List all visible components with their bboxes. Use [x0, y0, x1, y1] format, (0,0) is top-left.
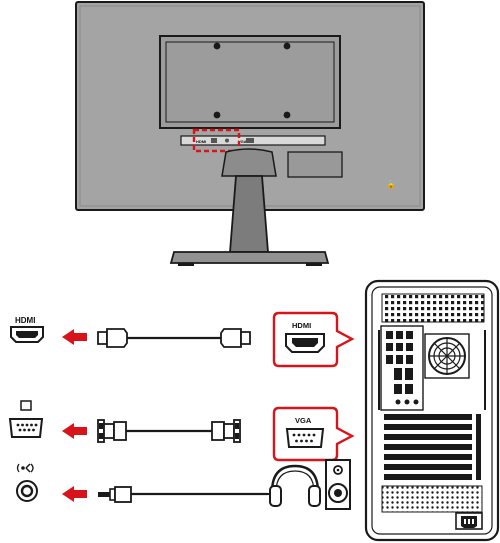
pc-audio-jack — [395, 399, 401, 405]
svg-text:HDMI: HDMI — [15, 316, 35, 325]
monitor-rear: HDMI VGA 🔒 — [75, 1, 425, 266]
power-socket — [455, 512, 483, 530]
audio-port — [225, 138, 229, 143]
vga-port — [246, 138, 254, 143]
svg-text:VGA: VGA — [295, 416, 312, 425]
hdmi-cable — [97, 328, 251, 348]
callout-hdmi: HDMI — [272, 311, 355, 368]
vesa-screw-hole — [213, 111, 221, 119]
port-label-hdmi: HDMI — [196, 139, 206, 144]
hdmi-port — [211, 138, 217, 143]
label-panel — [287, 151, 343, 178]
psu-vent — [381, 485, 483, 513]
arrow-hdmi — [62, 329, 87, 345]
expansion-slots — [384, 414, 481, 480]
fan-grille — [424, 333, 470, 379]
hdmi-port-icon — [285, 333, 325, 353]
pc-hdmi-port — [394, 368, 402, 380]
audio-cable — [98, 486, 279, 504]
port-label-vga: VGA — [238, 139, 247, 144]
vesa-screw-hole — [283, 111, 291, 119]
vga-port-icon — [285, 428, 325, 448]
callout-vga: VGA — [272, 406, 355, 462]
computer-tower — [364, 279, 500, 542]
svg-text:HDMI: HDMI — [292, 321, 311, 330]
vesa-screw-hole — [213, 42, 221, 50]
top-vent — [381, 293, 485, 323]
port-highlight-box — [192, 128, 241, 153]
audio-out-icon — [16, 463, 38, 502]
headphones-icon — [269, 464, 321, 507]
arrow-audio — [62, 486, 87, 502]
arrow-vga — [62, 423, 87, 439]
stand-neck — [229, 175, 269, 253]
stand-hinge — [221, 148, 277, 177]
lock-icon: 🔒 — [386, 180, 396, 189]
vesa-screw-hole — [283, 42, 291, 50]
vga-cable — [97, 419, 241, 443]
vga-port-icon — [8, 400, 44, 438]
hdmi-port-icon: HDMI — [10, 316, 44, 343]
vesa-mount-plate — [159, 35, 341, 129]
monitor-symbol-icon — [20, 400, 32, 411]
speaker-icon — [325, 459, 351, 510]
stand-base — [169, 251, 330, 264]
